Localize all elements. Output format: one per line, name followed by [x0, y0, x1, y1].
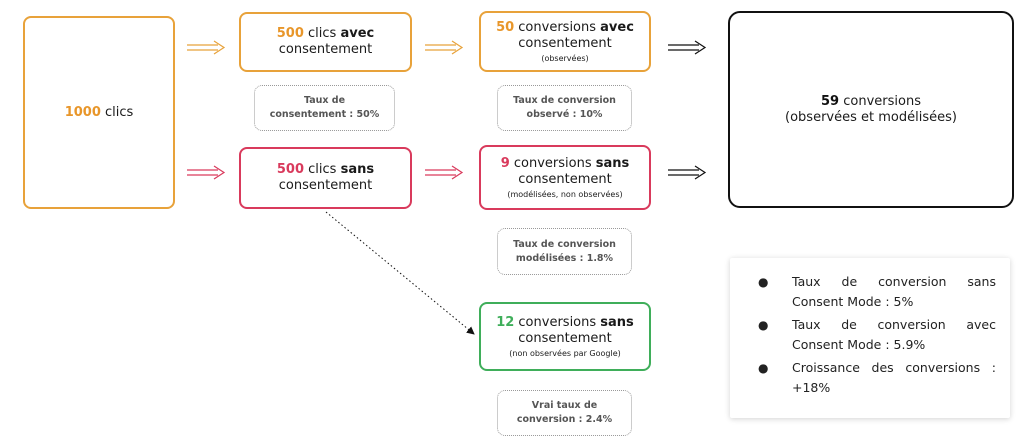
total-clicks-number: 1000 [64, 104, 101, 120]
arrow-total-to-consent [187, 40, 226, 55]
rate-modeled-line2: modélisées : 1.8% [515, 252, 614, 264]
conv-modeled-line2: consentement [518, 171, 612, 187]
summary-item-conv-with: ● Taux de conversion avec Consent Mode : … [756, 315, 996, 355]
conv-modeled-bold: sans [595, 155, 630, 171]
conv-real-text: conversions [514, 314, 601, 330]
total-conversions-line2: (observées et modélisées) [785, 109, 957, 125]
arrow-conv-modeled-to-total [668, 165, 707, 180]
conv-real-box: 12 conversions sans consentement (non ob… [479, 302, 651, 371]
summary-item-text: Taux de conversion sans Consent Mode : 5… [792, 274, 996, 309]
total-clicks-text: clics [100, 104, 134, 120]
noconsent-clicks-line2: consentement [278, 178, 373, 193]
conv-consent-text: conversions [514, 19, 601, 35]
conv-real-line2: consentement [518, 330, 612, 346]
arrow-conv-consent-to-total [668, 40, 707, 55]
conv-consent-box: 50 conversions avec consentement (observ… [479, 11, 651, 72]
conv-real-bold: sans [600, 314, 634, 330]
conv-consent-note: (observées) [541, 53, 589, 63]
total-conversions-box: 59 conversions (observées et modélisées) [728, 11, 1014, 208]
consent-clicks-box: 500 clics avec consentement [239, 12, 412, 72]
noconsent-clicks-bold: sans [340, 162, 375, 177]
summary-item-text: Taux de conversion avec Consent Mode : 5… [792, 317, 996, 352]
summary-list: ● Taux de conversion sans Consent Mode : … [756, 272, 996, 398]
total-clicks-box: 1000 clics [23, 16, 175, 209]
noconsent-clicks-text: clics [304, 162, 341, 177]
arrow-total-to-noconsent [187, 165, 226, 180]
rate-observed-box: Taux de conversion observé : 10% [497, 85, 632, 131]
conv-consent-line2: consentement [518, 35, 612, 51]
summary-item-growth: ● Croissance des conversions : +18% [756, 358, 996, 398]
consent-clicks-line2: consentement [278, 42, 373, 57]
conv-real-note: (non observées par Google) [509, 348, 621, 358]
rate-true-line1: Vrai taux de [531, 400, 598, 411]
bullet-icon: ● [758, 361, 769, 375]
arrow-noconsent-to-conv [425, 165, 464, 180]
conv-consent-number: 50 [496, 19, 515, 35]
noconsent-clicks-box: 500 clics sans consentement [239, 147, 412, 209]
summary-item-conv-without: ● Taux de conversion sans Consent Mode : … [756, 272, 996, 312]
rate-modeled-line1: Taux de conversion [513, 238, 616, 250]
rate-consent-line1: Taux de [303, 95, 346, 106]
summary-panel: ● Taux de conversion sans Consent Mode : … [730, 258, 1010, 418]
rate-modeled-box: Taux de conversion modélisées : 1.8% [497, 228, 632, 275]
consent-clicks-text: clics [303, 26, 341, 41]
rate-consent-line2: consentement : 50% [269, 109, 380, 120]
total-conversions-text: conversions [839, 93, 921, 109]
consent-clicks-number: 500 [276, 26, 304, 41]
arrow-consent-to-conv [425, 40, 464, 55]
rate-consent-box: Taux de consentement : 50% [254, 85, 395, 131]
rate-observed-line2: observé : 10% [526, 109, 603, 120]
conv-modeled-box: 9 conversions sans consentement (modélis… [479, 145, 651, 210]
summary-item-text: Croissance des conversions : +18% [792, 360, 996, 395]
conv-modeled-note: (modélisées, non observées) [507, 189, 623, 199]
conv-modeled-number: 9 [500, 155, 510, 171]
dotted-arrow-to-real [325, 211, 475, 335]
consent-clicks-bold: avec [340, 26, 375, 41]
total-conversions-number: 59 [821, 93, 840, 109]
rate-true-box: Vrai taux de conversion : 2.4% [497, 390, 632, 436]
bullet-icon: ● [758, 275, 769, 289]
conv-real-number: 12 [496, 314, 515, 330]
rate-true-line2: conversion : 2.4% [516, 414, 613, 425]
rate-observed-line1: Taux de conversion [513, 95, 616, 106]
conv-modeled-text: conversions [509, 155, 596, 171]
bullet-icon: ● [758, 318, 769, 332]
noconsent-clicks-number: 500 [276, 162, 305, 177]
conv-consent-bold: avec [600, 19, 634, 35]
